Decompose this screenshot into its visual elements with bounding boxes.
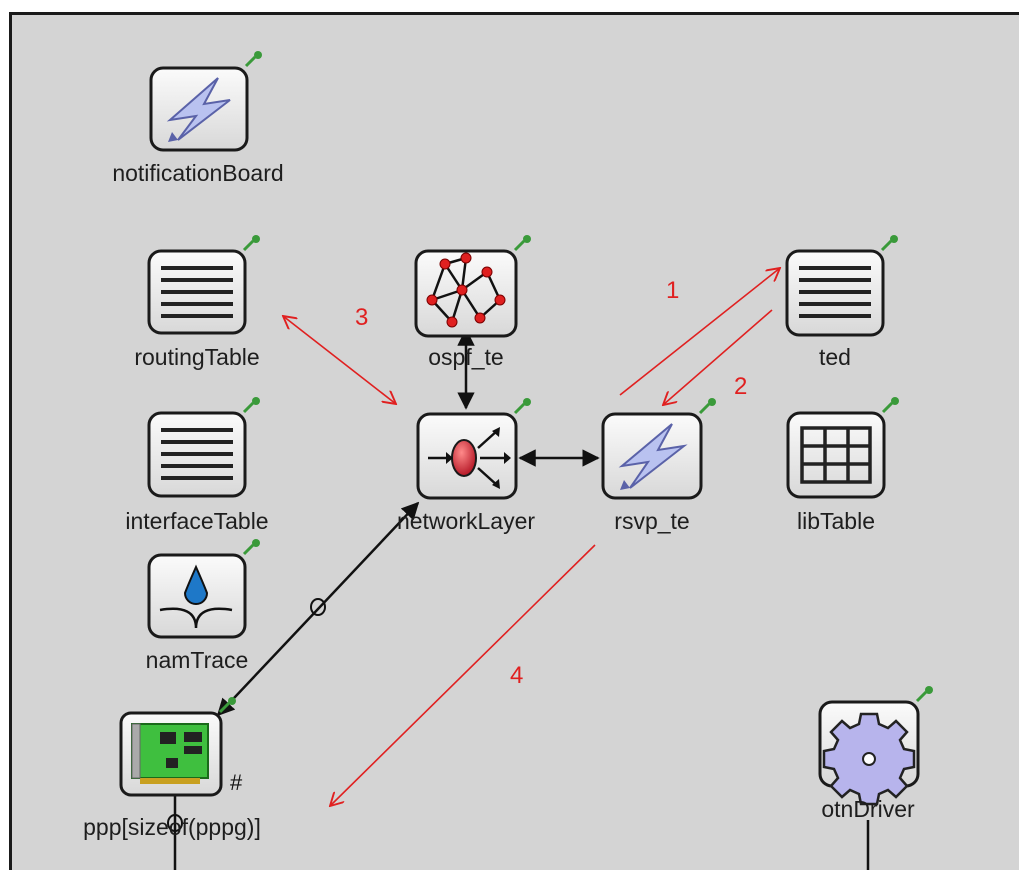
module-libTable[interactable]: [786, 397, 899, 499]
pin-icon: [242, 397, 260, 414]
pin-icon: [242, 235, 260, 252]
ppp-gate-circle: [167, 814, 183, 832]
pin-icon: [218, 697, 236, 714]
table-lines-icon: [161, 428, 233, 480]
annotation-arrows: [283, 268, 780, 806]
annotation-labels: 1 2 3 4: [355, 277, 747, 689]
module-routingTable[interactable]: [147, 235, 260, 335]
module-ppp[interactable]: #: [119, 697, 243, 797]
annotation-arrow-1: [619, 268, 780, 396]
pin-icon: [513, 235, 531, 252]
pin-icon: [915, 686, 933, 703]
annotation-2: 2: [734, 373, 747, 400]
annotation-4: 4: [510, 662, 523, 689]
pin-icon: [244, 51, 262, 68]
table-lines-icon: [161, 266, 233, 318]
label-rsvp_te: rsvp_te: [614, 508, 689, 534]
conn-network-ppp: [216, 501, 420, 717]
label-interfaceTable: interfaceTable: [125, 508, 268, 534]
label-ospf_te: ospf_te: [428, 344, 503, 370]
router-icon: [428, 427, 511, 489]
module-rsvp_te[interactable]: [601, 398, 716, 500]
pin-icon: [513, 398, 531, 415]
label-notificationBoard: notificationBoard: [112, 160, 283, 186]
label-ted: ted: [819, 344, 851, 370]
pin-icon: [698, 398, 716, 415]
drop-icon: [159, 564, 233, 629]
network-card-icon: [131, 723, 209, 784]
gate-marker: #: [230, 770, 243, 795]
pin-icon: [880, 235, 898, 252]
gate-marker-circle: [310, 598, 326, 616]
label-networkLayer: networkLayer: [397, 508, 535, 534]
pin-icon: [881, 397, 899, 414]
module-labels: notificationBoard routingTable ospf_te t…: [83, 160, 915, 840]
annotation-arrow-2: [663, 309, 773, 405]
lightning-icon: [166, 77, 231, 142]
annotation-1: 1: [666, 277, 679, 304]
module-otnDriver[interactable]: [818, 686, 933, 806]
module-ted[interactable]: [785, 235, 898, 337]
label-libTable: libTable: [797, 508, 875, 534]
annotation-3: 3: [355, 304, 368, 331]
grid-table-icon: [800, 426, 872, 484]
label-routingTable: routingTable: [134, 344, 259, 370]
annotation-arrow-4: [330, 544, 596, 806]
table-lines-icon: [799, 266, 871, 318]
gear-icon: [822, 712, 916, 806]
label-otnDriver: otnDriver: [821, 796, 915, 822]
lightning-icon: [618, 423, 688, 490]
module-networkLayer[interactable]: [416, 398, 531, 500]
pin-icon: [242, 539, 260, 556]
module-namTrace[interactable]: [147, 539, 260, 639]
label-namTrace: namTrace: [146, 647, 249, 673]
module-interfaceTable[interactable]: [147, 397, 260, 498]
module-notificationBoard[interactable]: [149, 51, 262, 152]
connection-lines: [167, 328, 870, 870]
annotation-arrow-3: [283, 316, 396, 404]
label-ppp: ppp[sizeof(pppg)]: [83, 814, 261, 840]
module-ospf_te[interactable]: [414, 235, 531, 338]
network-graph-icon: [426, 252, 506, 328]
